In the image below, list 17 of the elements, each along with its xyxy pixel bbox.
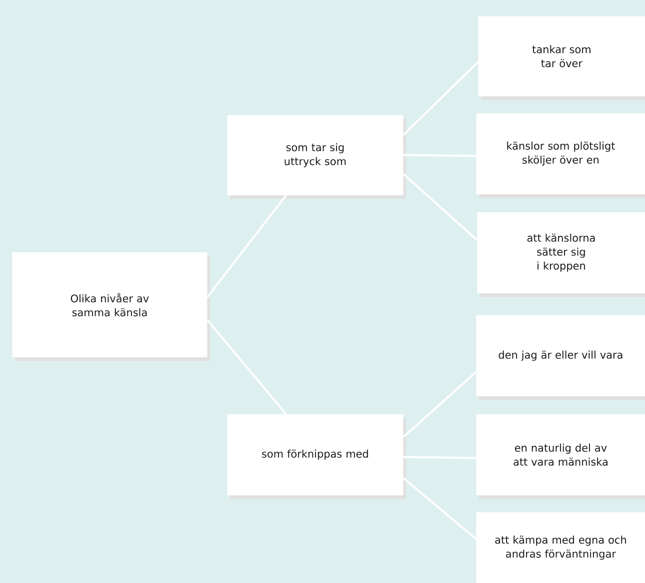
connector-line — [403, 456, 476, 459]
text-box: känslor som plötsligt sköljer över en — [476, 113, 645, 194]
connector-line — [206, 194, 287, 298]
text-box: att kämpa med egna och andras förväntningar — [476, 512, 645, 583]
text-box: som förknippas med — [227, 414, 404, 496]
text-box: en naturlig del av att vara människa — [476, 414, 645, 496]
connector-line — [403, 154, 476, 157]
text-box: Olika nivåer av samma känsla — [12, 252, 208, 358]
text-box: som tar sig uttryck som — [227, 115, 404, 196]
connector-line — [402, 371, 477, 438]
connector-line — [206, 319, 287, 415]
text-box: att känslorna sätter sig i kroppen — [477, 212, 645, 294]
connector-line — [402, 61, 479, 136]
text-box: den jag är eller vill vara — [476, 315, 645, 396]
connector-line — [402, 477, 477, 540]
text-box: tankar som tar över — [478, 16, 645, 96]
connector-line — [402, 173, 478, 241]
